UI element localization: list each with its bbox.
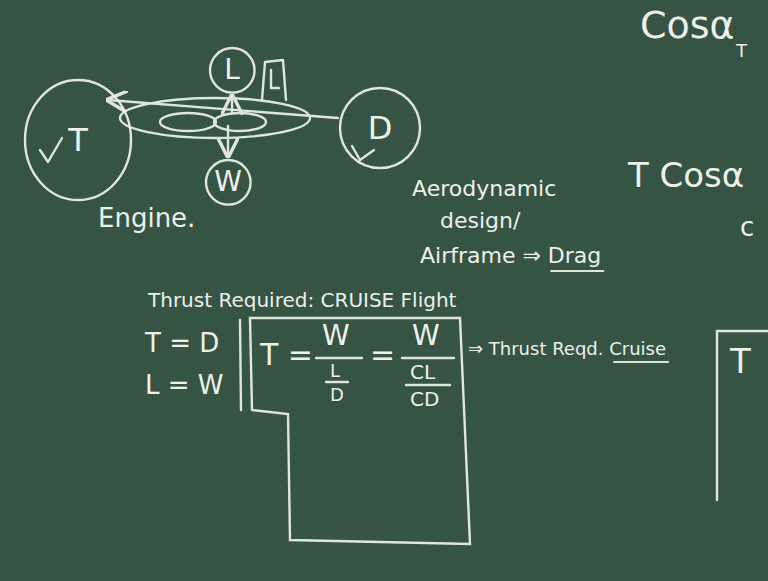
partial-box: T xyxy=(716,330,768,500)
note-text: ⇒ Thrust Reqd. Cruise xyxy=(468,340,666,358)
weight-arrow xyxy=(227,126,229,156)
circle-outline xyxy=(25,80,131,200)
underline xyxy=(551,270,603,272)
force-circle: T xyxy=(23,78,133,202)
check-mark xyxy=(352,146,374,160)
note-text: design/ xyxy=(440,210,520,232)
equation-text: T = D xyxy=(145,330,219,356)
equation-term: W xyxy=(412,322,440,350)
force-label: T xyxy=(68,124,88,156)
force-circle: W xyxy=(204,158,253,207)
underline xyxy=(614,361,668,363)
circle-outline xyxy=(210,48,255,93)
equation-term: L xyxy=(330,362,340,380)
equation-text: L = W xyxy=(145,372,224,398)
equation-box: T =WLD=WCLCD xyxy=(250,318,475,548)
force-label: W xyxy=(214,168,242,196)
box-outline xyxy=(250,318,470,544)
thrust-drag-arrow xyxy=(108,100,338,118)
wing xyxy=(160,113,216,131)
force-circle: L xyxy=(208,46,257,95)
fraction-bar xyxy=(406,384,450,386)
separator-line xyxy=(240,320,241,410)
equation-text: Cosα xyxy=(640,6,735,44)
part-note: Engine. xyxy=(98,205,195,231)
equation-term: CD xyxy=(410,389,439,409)
equation-text: T Cosα xyxy=(628,158,744,192)
note-text: Airframe ⇒ Drag xyxy=(420,245,601,267)
box-outline xyxy=(717,331,768,500)
equation-term: = xyxy=(370,340,395,370)
equation-term: CL xyxy=(410,362,435,382)
tail-mark xyxy=(271,70,279,88)
force-label: D xyxy=(368,112,393,144)
lift-arrow xyxy=(231,96,233,112)
note-text: Aerodynamic xyxy=(412,178,556,200)
heading-text: Thrust Required: CRUISE Flight xyxy=(148,290,456,310)
tail-fin xyxy=(262,60,286,100)
check-mark xyxy=(40,138,62,162)
equation-text: c xyxy=(740,214,754,240)
force-circle: D xyxy=(338,86,422,170)
subscript-text: T xyxy=(736,42,747,60)
equation-term: D xyxy=(330,386,344,404)
circle-outline xyxy=(340,88,420,168)
fraction-bar xyxy=(316,357,362,359)
equation-term: W xyxy=(322,322,350,350)
fraction-bar xyxy=(402,357,454,359)
fraction-bar xyxy=(326,381,348,383)
equation-term: T = xyxy=(260,340,313,370)
force-label: L xyxy=(224,56,240,84)
circle-outline xyxy=(206,160,251,205)
equation-term: T xyxy=(730,344,751,378)
wing xyxy=(214,113,266,131)
